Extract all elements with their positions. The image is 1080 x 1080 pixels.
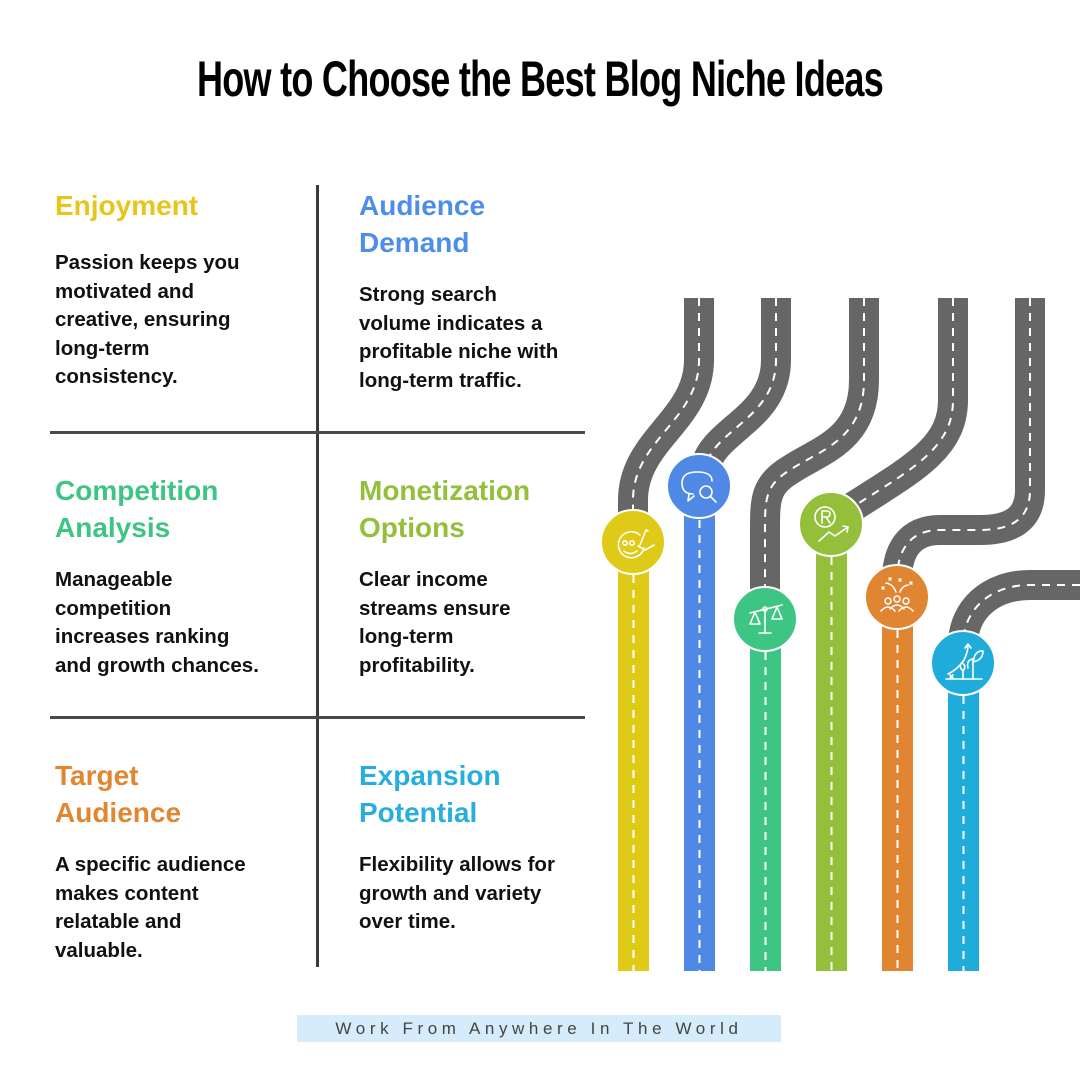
- audience-celebration-icon: [864, 564, 930, 630]
- description-monetization-options: Clear income streams ensure long-term pr…: [359, 566, 599, 680]
- body-line: over time.: [359, 910, 456, 933]
- heading-line: Expansion: [359, 760, 501, 791]
- body-line: growth and variety: [359, 881, 542, 905]
- body-line: consistency.: [55, 365, 178, 388]
- body-line: relatable and: [55, 910, 182, 933]
- body-line: long-term: [359, 625, 454, 648]
- description-competition-analysis: Manageable competition increases ranking…: [55, 566, 305, 680]
- heading-line: Target: [55, 760, 139, 791]
- body-line: makes content: [55, 881, 199, 905]
- heading-line: Options: [359, 512, 465, 543]
- body-line: motivated and: [55, 279, 194, 303]
- road-enjoyment: [618, 298, 714, 530]
- cell-enjoyment: Enjoyment Passion keeps you motivated an…: [55, 187, 305, 392]
- body-line: profitable niche with: [359, 340, 559, 363]
- heading-line: Monetization: [359, 475, 531, 506]
- colored-lanes: [618, 486, 979, 971]
- grid-divider-horizontal-2: [50, 716, 585, 719]
- road-target-audience: [882, 298, 1045, 581]
- heading-line: Audience: [55, 797, 182, 828]
- body-line: valuable.: [55, 938, 143, 962]
- body-line: Manageable: [55, 568, 173, 591]
- description-target-audience: A specific audience makes content relata…: [55, 851, 305, 965]
- heading-line: Competition: [55, 475, 219, 506]
- body-line: creative, ensuring: [55, 308, 231, 331]
- chat-search-icon: [666, 453, 732, 519]
- body-line: streams ensure: [359, 596, 511, 620]
- description-audience-demand: Strong search volume indicates a profita…: [359, 281, 599, 395]
- footer-banner: Work From Anywhere In The World: [297, 1015, 781, 1042]
- grid-divider-vertical: [316, 185, 319, 967]
- page-title: How to Choose the Best Blog Niche Ideas: [196, 51, 884, 107]
- heading-line: Analysis: [55, 512, 171, 543]
- heading-enjoyment: Enjoyment: [55, 187, 305, 224]
- balance-scale-icon: [732, 586, 798, 652]
- footer-text: Work From Anywhere In The World: [335, 1019, 743, 1038]
- body-line: A specific audience: [55, 853, 246, 876]
- body-line: long-term: [55, 336, 150, 360]
- body-line: increases ranking: [55, 625, 230, 648]
- body-line: Strong search: [359, 283, 497, 306]
- heading-line: Demand: [359, 227, 470, 258]
- heading-line: Enjoyment: [55, 190, 199, 221]
- body-line: Flexibility allows for: [359, 853, 555, 876]
- smiley-paintbrush-icon: [600, 509, 666, 575]
- road-competition-analysis: [750, 298, 879, 600]
- heading-line: Potential: [359, 797, 478, 828]
- body-line: Clear income: [359, 568, 488, 591]
- lane-monetization-options: [816, 524, 847, 971]
- grid-divider-horizontal-1: [50, 431, 585, 434]
- description-enjoyment: Passion keeps you motivated and creative…: [55, 249, 305, 392]
- body-line: volume indicates a: [359, 311, 543, 335]
- heading-line: Audience: [359, 190, 486, 221]
- body-line: Passion keeps you: [55, 251, 240, 274]
- currency-growth-icon: [798, 491, 864, 557]
- road-monetization-options: [831, 298, 968, 528]
- body-line: profitability.: [359, 653, 475, 677]
- body-line: long-term traffic.: [359, 368, 522, 392]
- icon-circles: [600, 453, 996, 696]
- description-expansion-potential: Flexibility allows for growth and variet…: [359, 851, 599, 937]
- body-line: competition: [55, 596, 172, 620]
- plant-growth-icon: [930, 630, 996, 696]
- road-audience-demand: [690, 298, 791, 474]
- body-line: and growth chances.: [55, 653, 259, 677]
